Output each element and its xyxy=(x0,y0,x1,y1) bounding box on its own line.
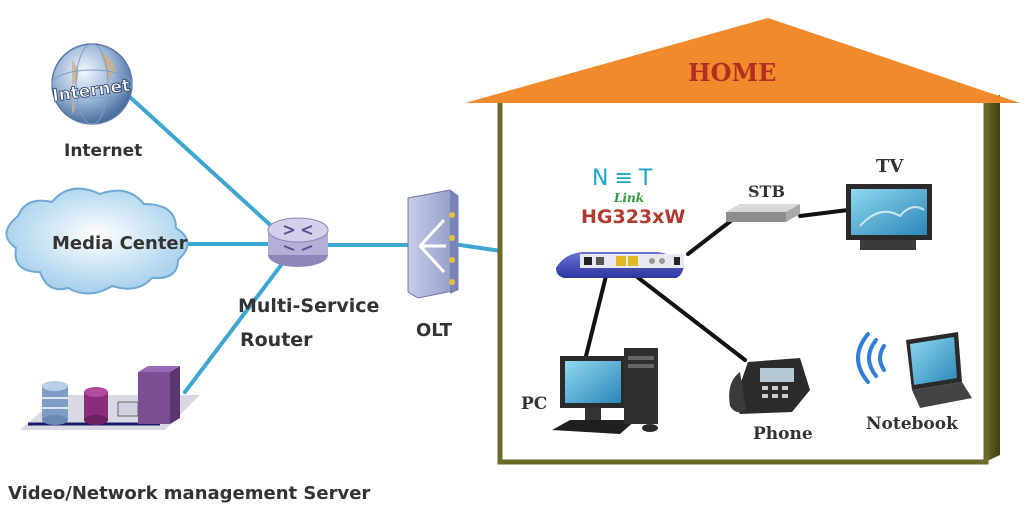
media-center-label: Media Center xyxy=(52,233,188,254)
stb-label: STB xyxy=(748,182,785,201)
server-cluster-icon xyxy=(20,366,200,430)
links-black xyxy=(583,208,850,362)
link-stb-tv xyxy=(798,208,850,218)
phone-label: Phone xyxy=(753,424,813,444)
router-icon xyxy=(267,217,329,267)
link-ont-pc xyxy=(583,274,608,362)
wifi-icon xyxy=(856,332,886,384)
cloud-icon xyxy=(5,187,189,295)
notebook-label: Notebook xyxy=(866,414,958,434)
tv-label: TV xyxy=(876,156,904,177)
internet-label: Internet xyxy=(64,141,143,161)
notebook-icon xyxy=(906,332,972,408)
tv-icon xyxy=(846,184,932,250)
olt-label: OLT xyxy=(416,320,453,341)
model-label: HG323xW xyxy=(581,206,686,228)
pc-icon xyxy=(552,348,658,434)
phone-icon xyxy=(729,358,810,414)
stb-icon xyxy=(726,204,800,222)
router-label-line1: Multi-Service xyxy=(238,295,380,317)
workstation-icon xyxy=(117,366,180,424)
home-title: HOME xyxy=(688,58,777,87)
ont-device-icon xyxy=(556,252,684,278)
server-label: Video/Network management Server xyxy=(8,483,371,504)
link-server-router xyxy=(183,254,290,394)
house-wall-shadow xyxy=(985,95,1000,462)
internet-globe-icon: Internet xyxy=(51,43,133,125)
brand-logo: N≡T xyxy=(592,166,659,191)
brand-sub: Link xyxy=(614,191,645,205)
pc-label: PC xyxy=(521,394,548,414)
router-label-line2: Router xyxy=(240,329,313,351)
house-roof xyxy=(465,18,1020,103)
olt-icon xyxy=(407,189,459,299)
link-ont-stb xyxy=(686,218,734,256)
storage-icon xyxy=(84,387,108,425)
link-internet-router xyxy=(118,86,292,245)
link-ont-phone xyxy=(634,274,747,362)
database-icon xyxy=(42,381,68,425)
